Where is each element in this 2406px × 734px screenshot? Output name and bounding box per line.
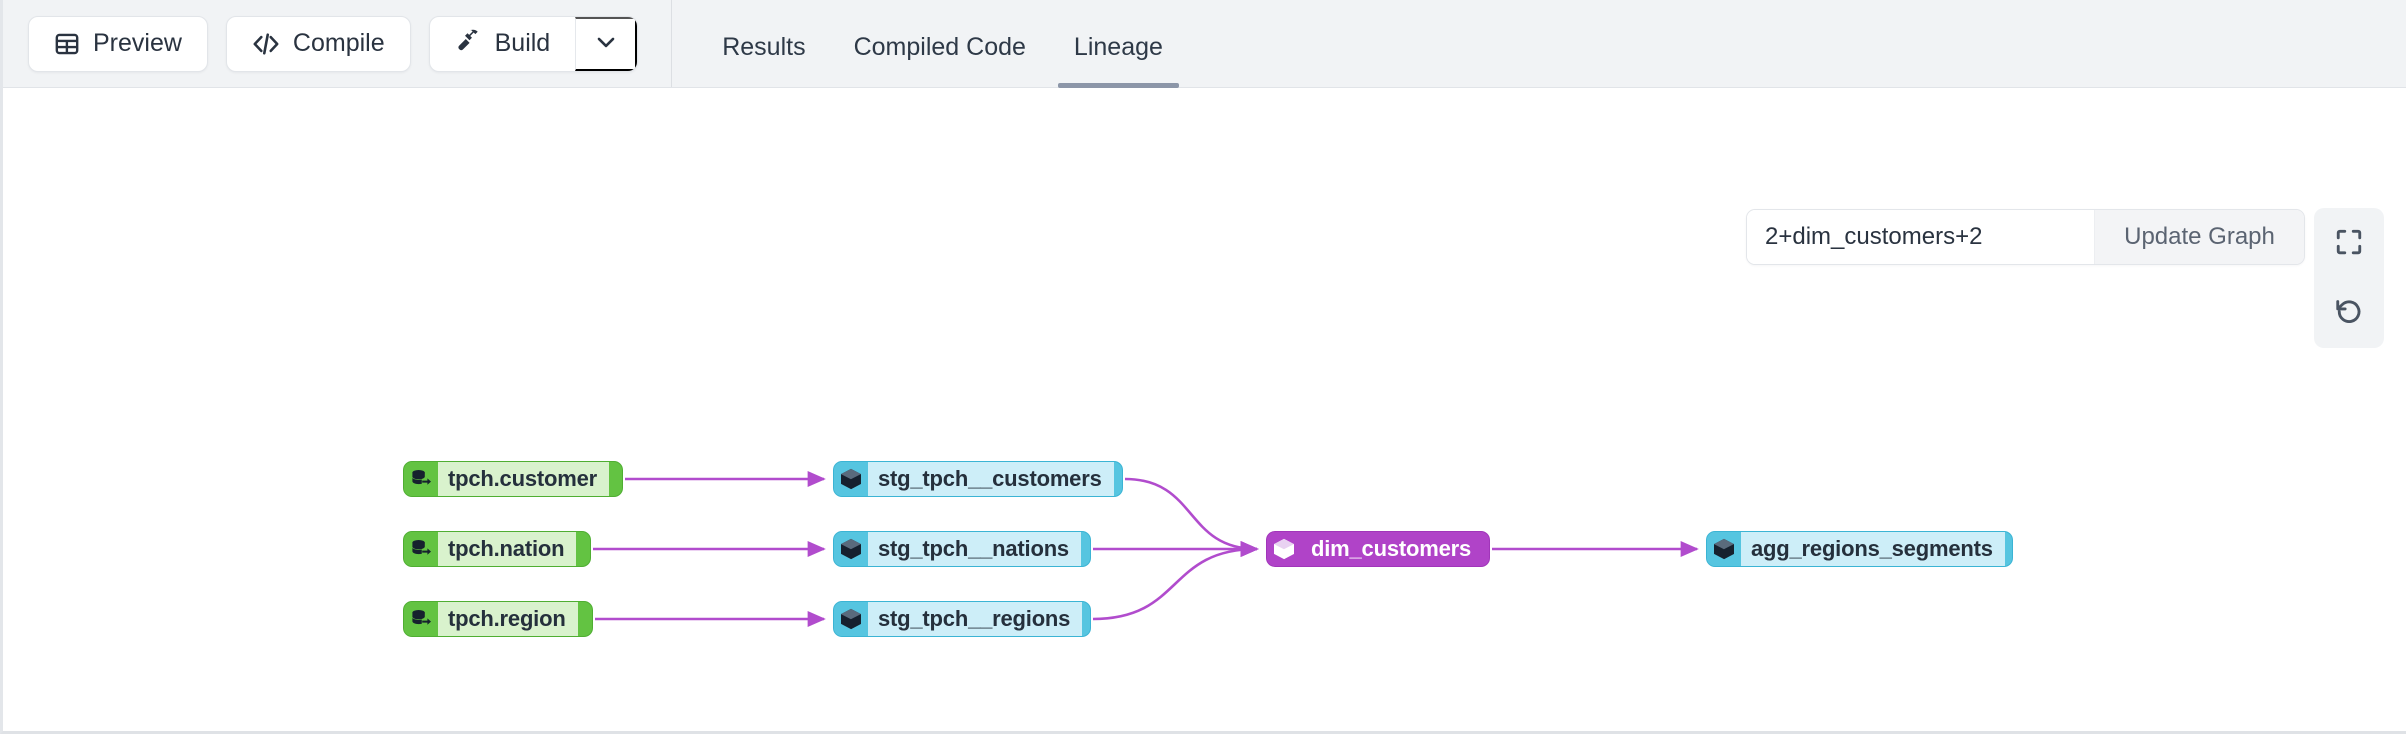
graph-node-stg_customers[interactable]: stg_tpch__customers [833,461,1123,497]
code-brackets-icon [252,31,280,57]
graph-node-label: agg_regions_segments [1741,532,2005,566]
graph-selector-group: Update Graph [1746,209,2305,265]
build-split-button: Build [428,15,639,72]
tab-lineage[interactable]: Lineage [1050,33,1187,88]
tab-compiled-code-label: Compiled Code [853,32,1026,61]
graph-edge-stg_customers-to-dim_customers [1124,477,1259,557]
cube-model-icon [834,602,868,636]
build-dropdown-button[interactable] [575,16,638,71]
tab-results-label: Results [722,32,806,61]
cube-model-icon [1707,532,1741,566]
database-source-icon [404,532,438,566]
graph-node-label: stg_tpch__customers [868,462,1114,496]
graph-node-src_nation[interactable]: tpch.nation [403,531,591,567]
chevron-down-icon [593,29,619,58]
preview-button[interactable]: Preview [28,15,208,72]
tab-lineage-label: Lineage [1073,32,1163,61]
database-source-icon [404,602,438,636]
compile-button-label: Compile [292,29,385,57]
toolbar: Preview Compile [3,0,2406,88]
update-graph-button[interactable]: Update Graph [2094,210,2304,264]
graph-node-agg_regions[interactable]: agg_regions_segments [1706,531,2013,567]
graph-control-rail [2314,208,2384,348]
table-grid-icon [54,31,80,57]
preview-button-label: Preview [93,29,182,57]
graph-node-label: dim_customers [1301,532,1484,566]
graph-node-src_customer[interactable]: tpch.customer [403,461,623,497]
graph-node-stg_regions[interactable]: stg_tpch__regions [833,601,1091,637]
lineage-canvas[interactable]: tpch.customer tpch.nation tpch.region stg_t… [3,88,2406,731]
graph-node-label: tpch.region [438,602,578,636]
graph-node-dim_customers[interactable]: dim_customers [1266,531,1490,567]
tab-bar: Results Compiled Code Lineage [698,0,1187,88]
lineage-edges [593,470,1699,628]
tab-compiled-code[interactable]: Compiled Code [830,33,1050,88]
cube-model-icon [834,532,868,566]
cube-model-icon [1267,532,1301,566]
graph-edge-stg_regions-to-dim_customers [1092,541,1259,621]
tab-results[interactable]: Results [698,33,829,88]
graph-node-label: stg_tpch__nations [868,532,1081,566]
graph-node-src_region[interactable]: tpch.region [403,601,593,637]
fullscreen-button[interactable] [2314,208,2384,278]
graph-node-label: tpch.nation [438,532,577,566]
hammer-icon [455,27,482,60]
database-source-icon [404,462,438,496]
action-button-group: Preview Compile [28,15,639,72]
graph-selector-input[interactable] [1747,210,2094,264]
compile-button[interactable]: Compile [225,15,411,72]
fullscreen-expand-icon [2334,227,2364,260]
graph-node-label: tpch.customer [438,462,609,496]
graph-node-stg_nations[interactable]: stg_tpch__nations [833,531,1091,567]
graph-node-label: stg_tpch__regions [868,602,1083,636]
build-button[interactable]: Build [430,17,576,71]
reset-rotate-ccw-icon [2334,297,2364,330]
build-button-label: Build [494,29,551,57]
reset-graph-button[interactable] [2314,278,2384,348]
cube-model-icon [834,462,868,496]
toolbar-divider [671,0,672,87]
